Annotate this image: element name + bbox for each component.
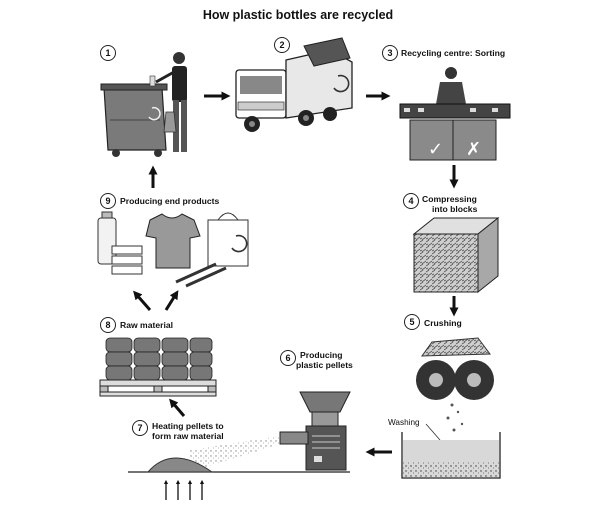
sorting-worker-icon — [399, 67, 511, 161]
pens-icon — [175, 262, 227, 288]
washing-tank-icon — [401, 423, 501, 479]
wheelie-bin-icon — [100, 83, 168, 157]
step-7-label-line2: form raw material — [152, 431, 224, 441]
person-icon — [149, 52, 187, 152]
crusher-icon — [416, 337, 494, 432]
step-7-label-line1: Heating pellets to — [152, 421, 224, 431]
step-7-number: 7 — [132, 420, 148, 436]
containers-icon — [111, 245, 143, 275]
recycle-icon — [148, 106, 161, 121]
step-6-number: 6 — [280, 350, 296, 366]
compressed-block-icon — [412, 216, 500, 294]
step-6-label-line2: plastic pellets — [296, 360, 353, 370]
step-1-number: 1 — [100, 45, 116, 61]
step-5-number: 5 — [404, 314, 420, 330]
arrow-icon — [169, 398, 186, 417]
tshirt-icon — [145, 213, 201, 269]
step-4-label-line1: Compressing — [422, 194, 477, 204]
garbage-truck-icon — [235, 37, 353, 132]
arrow-icon — [164, 290, 179, 311]
step-8-number: 8 — [100, 317, 116, 333]
washing-label: Washing — [388, 418, 420, 427]
step-3-number: 3 — [382, 45, 398, 61]
heat-pile-icon — [128, 457, 350, 500]
step-8-label: Raw material — [120, 320, 174, 330]
step-9-label: Producing end products — [120, 196, 220, 206]
step-2-number: 2 — [274, 37, 290, 53]
step-3-label: Recycling centre: Sorting — [401, 48, 506, 58]
step-4-number: 4 — [403, 193, 419, 209]
arrow-icon — [133, 290, 152, 311]
step-9-number: 9 — [100, 193, 116, 209]
tick-mark: ✓ — [428, 139, 443, 160]
cross-mark: ✗ — [466, 139, 481, 160]
pallet-bags-icon — [99, 337, 217, 397]
step-5-label: Crushing — [424, 318, 462, 328]
recycle-icon — [333, 74, 350, 93]
step-6-label-line1: Producing — [300, 350, 343, 360]
diagram-title: How plastic bottles are recycled — [202, 8, 394, 22]
bag-icon — [207, 212, 249, 267]
recycle-icon — [231, 234, 248, 253]
pellet-machine-icon — [279, 391, 351, 471]
step-4-label-line2: into blocks — [432, 204, 478, 214]
